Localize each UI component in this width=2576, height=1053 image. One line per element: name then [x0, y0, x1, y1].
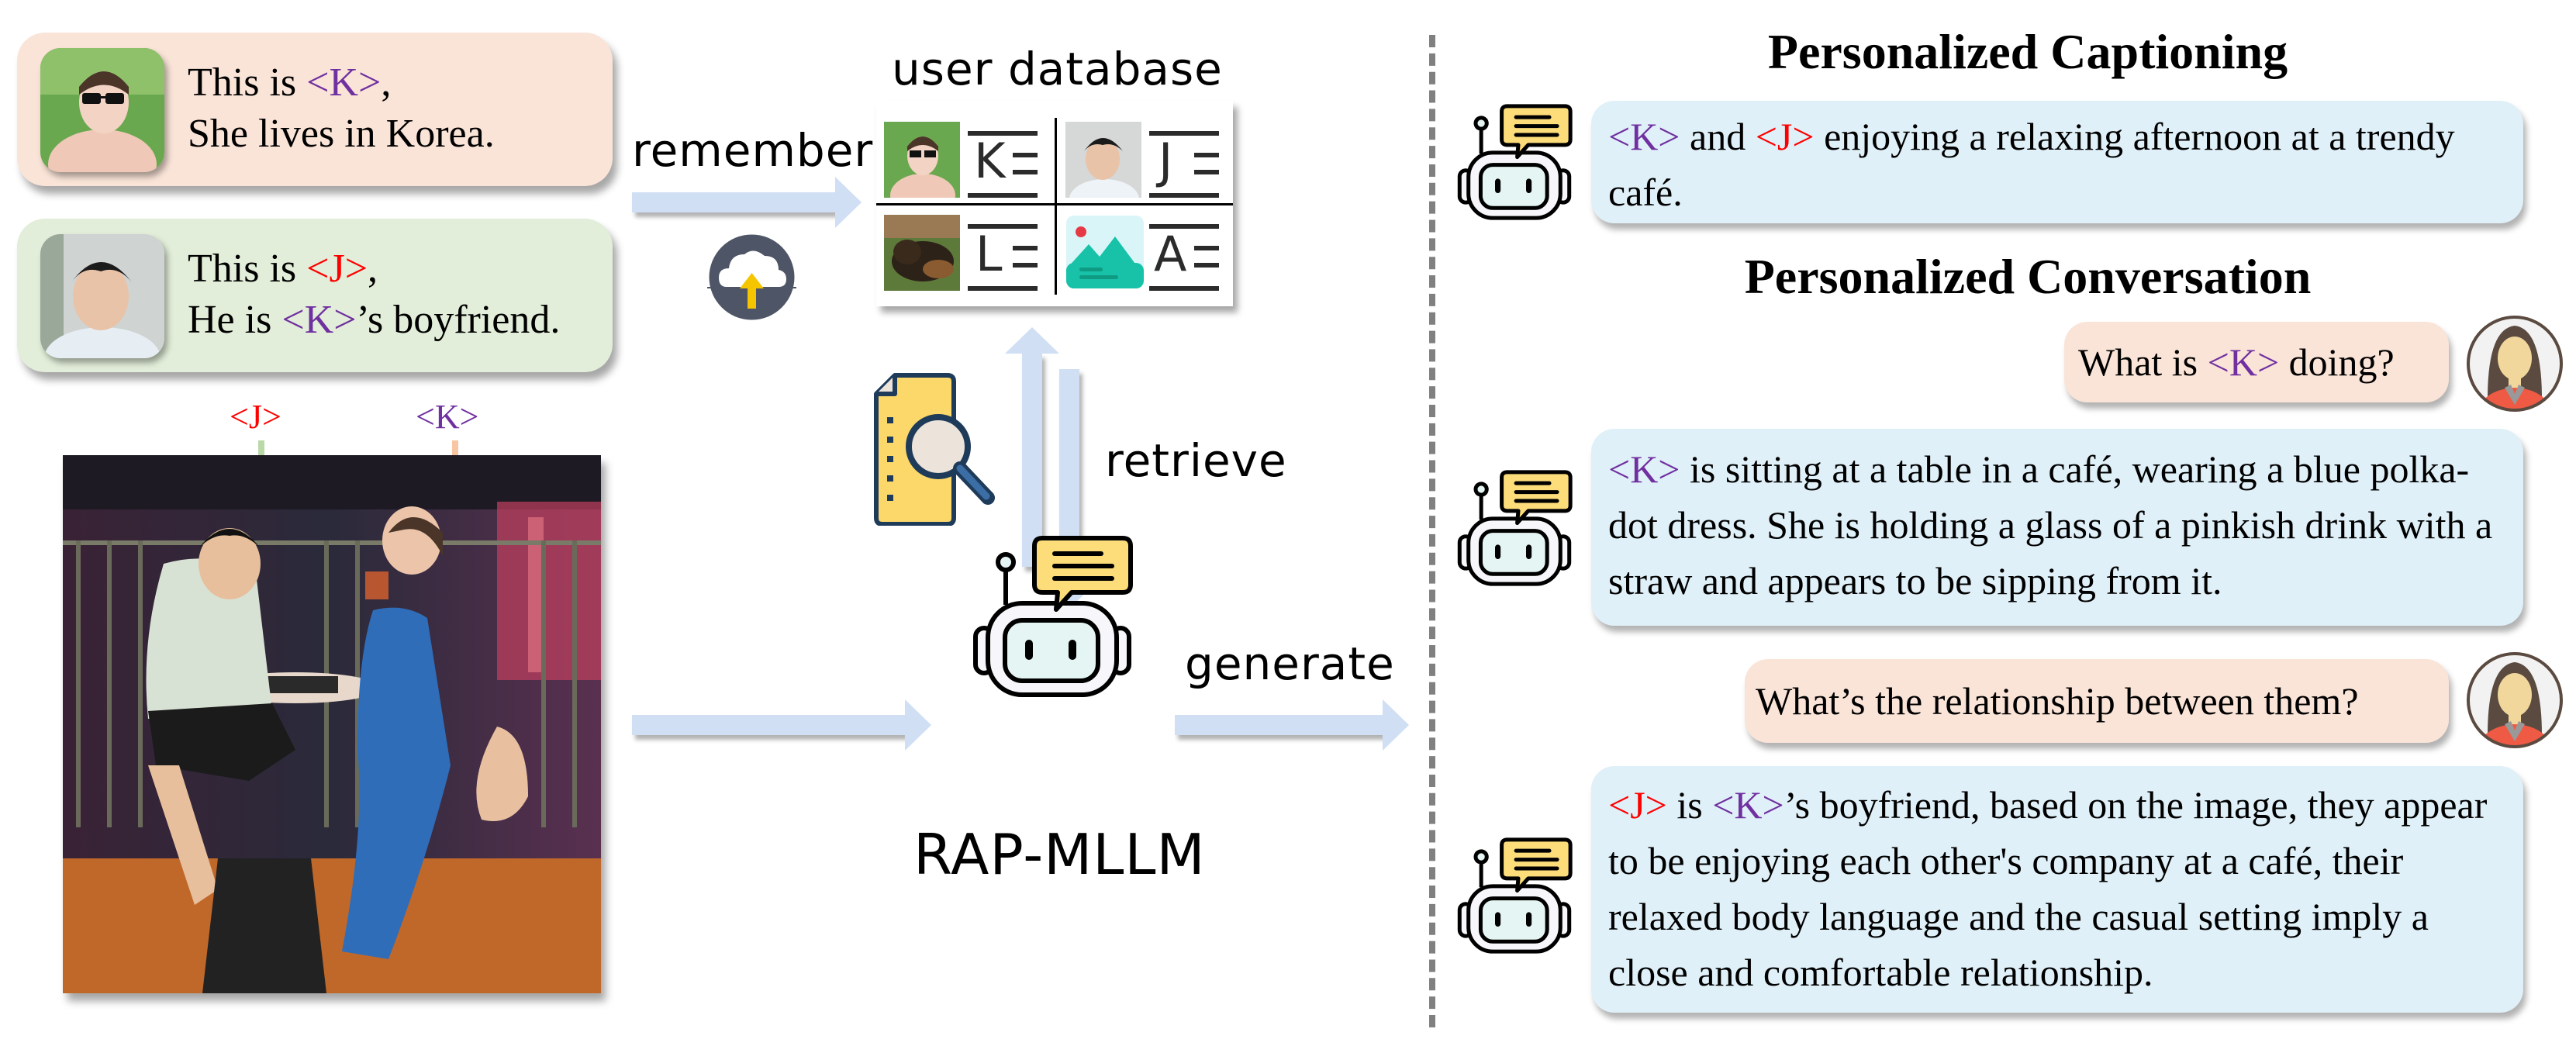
token-k: <K> — [1608, 447, 1680, 491]
db-line — [968, 193, 1038, 198]
question-segment: What is — [2078, 340, 2208, 384]
assistant-answer-2-text: <J> is <K>’s boyfriend, based on the ima… — [1608, 777, 2516, 1000]
memory-card-j-text: This is <J>, He is <K>’s boyfriend. — [188, 243, 560, 346]
captioning-title: Personalized Captioning — [1767, 24, 2288, 79]
token-j: <J> — [306, 247, 368, 291]
card-k-line1-punct: , — [381, 60, 392, 105]
memory-card-k: This is <K>, She lives in Korea. — [17, 33, 613, 186]
db-line — [1149, 286, 1219, 291]
db-divider-horizontal — [876, 203, 1233, 205]
token-j: <J> — [1608, 783, 1667, 827]
assistant-answer-2: <J> is <K>’s boyfriend, based on the ima… — [1591, 766, 2523, 1013]
cloud-upload-icon — [707, 233, 796, 322]
db-line — [968, 286, 1038, 291]
db-line — [1013, 246, 1038, 250]
db-letter-k: K — [974, 133, 1006, 189]
token-j: <J> — [1755, 115, 1815, 158]
input-photo-cafe — [63, 455, 601, 993]
photo-man-thumbnail — [40, 234, 164, 358]
memory-card-j: This is <J>, He is <K>’s boyfriend. — [17, 219, 613, 372]
rap-mllm-robot-icon — [971, 535, 1134, 698]
db-line — [968, 224, 1038, 229]
card-j-line1-punct: , — [368, 247, 378, 291]
db-letter-j: J — [1159, 133, 1173, 189]
memory-card-k-text: This is <K>, She lives in Korea. — [188, 57, 495, 160]
photo-woman-thumbnail — [40, 48, 164, 172]
db-line — [1194, 170, 1219, 174]
assistant-answer-1: <K> is sitting at a table in a café, wea… — [1591, 429, 2523, 626]
db-letter-l: L — [975, 226, 1003, 282]
retrieve-arrow-up — [1005, 327, 1059, 567]
generate-arrow — [1175, 699, 1409, 751]
model-name-label: RAP-MLLM — [913, 822, 1206, 887]
token-k: <K> — [306, 60, 382, 105]
section-divider — [1429, 35, 1435, 1027]
caption-segment: enjoying a relaxing afternoon at a trend… — [1608, 115, 2455, 214]
answer-segment: ’s boyfriend, based on the image, they a… — [1608, 783, 2488, 994]
card-j-line2-suffix: ’s boyfriend. — [356, 298, 561, 342]
db-line — [1013, 170, 1038, 174]
user-database-grid: K J L — [876, 101, 1233, 306]
db-line — [968, 131, 1038, 136]
conversation-title: Personalized Conversation — [1744, 249, 2312, 304]
db-line — [1149, 131, 1219, 136]
assistant-answer-1-text: <K> is sitting at a table in a café, wea… — [1608, 441, 2516, 609]
photo-label-k: <K> — [416, 398, 479, 436]
user-question-1-text: What is <K> doing? — [2078, 334, 2395, 390]
db-line — [1194, 263, 1219, 268]
db-photo-man — [1065, 122, 1141, 198]
token-k: <K> — [1712, 783, 1784, 827]
db-photo-dog — [884, 215, 960, 291]
token-k: <K> — [2207, 340, 2280, 384]
user-question-2-text: What’s the relationship between them? — [1756, 673, 2359, 729]
user-question-2: What’s the relationship between them? — [1745, 659, 2449, 743]
photo-label-j: <J> — [230, 398, 281, 436]
generate-label: generate — [1185, 637, 1395, 690]
db-line — [1013, 263, 1038, 268]
caption-text: <K> and <J> enjoying a relaxing afternoo… — [1608, 109, 2508, 220]
assistant-robot-icon — [1456, 104, 1580, 228]
db-letter-a: A — [1154, 226, 1187, 282]
image-placeholder-icon — [1065, 215, 1145, 291]
remember-arrow — [632, 177, 862, 228]
answer-segment: is — [1666, 783, 1713, 827]
card-k-line1: This is — [188, 60, 307, 105]
db-line — [1194, 246, 1219, 250]
document-search-icon — [870, 371, 1002, 526]
db-divider-vertical — [1055, 118, 1057, 295]
db-line — [1149, 224, 1219, 229]
user-avatar-icon — [2464, 650, 2565, 751]
remember-label: remember — [632, 124, 874, 177]
card-j-line1: This is — [188, 247, 307, 291]
user-database-title: user database — [892, 43, 1223, 95]
card-k-line2: She lives in Korea. — [188, 112, 495, 156]
caption-bubble: <K> and <J> enjoying a relaxing afternoo… — [1591, 101, 2523, 223]
answer-segment: is sitting at a table in a café, wearing… — [1608, 447, 2493, 602]
question-segment: What’s the relationship between them? — [1756, 679, 2359, 723]
user-question-1: What is <K> doing? — [2064, 322, 2449, 402]
assistant-robot-icon — [1456, 837, 1580, 962]
question-segment: doing? — [2279, 340, 2395, 384]
card-j-line2: He is — [188, 298, 282, 342]
caption-segment: and — [1680, 115, 1756, 158]
retrieve-label: retrieve — [1105, 434, 1287, 487]
db-line — [1194, 153, 1219, 157]
input-arrow — [632, 699, 931, 751]
assistant-robot-icon — [1456, 470, 1580, 594]
db-photo-woman — [884, 122, 960, 198]
token-k: <K> — [281, 298, 357, 342]
db-line — [1013, 153, 1038, 157]
db-line — [1149, 193, 1219, 198]
user-avatar-icon — [2464, 313, 2565, 414]
token-k: <K> — [1608, 115, 1680, 158]
